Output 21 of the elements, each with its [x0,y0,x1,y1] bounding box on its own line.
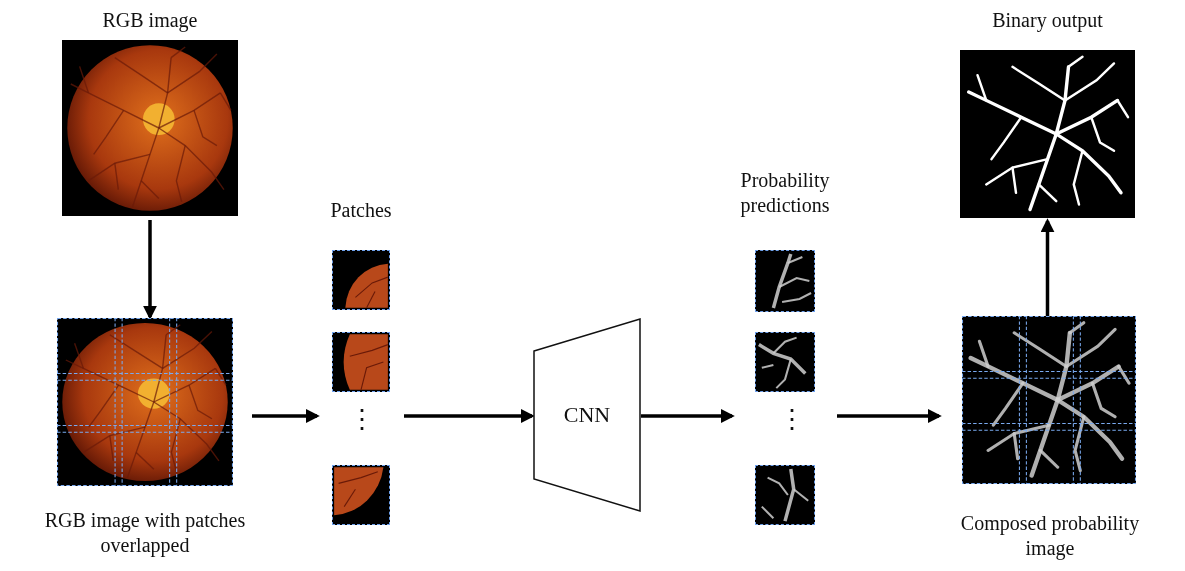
image-patch [755,250,815,312]
node-label: Binary output [991,8,1104,33]
node-label: RGB image [101,8,199,33]
image-patch [755,332,815,392]
image-patch [332,465,390,525]
node-label: Patches [329,198,393,223]
ellipsis: ⋮ [779,405,805,435]
node-label: Probability predictions [739,168,831,218]
arrow [404,409,535,423]
node-label: RGB image with patches overlapped [43,508,247,558]
node-label: Composed probability image [959,511,1141,561]
image-patch [332,250,390,310]
arrow [143,220,157,320]
arrow [252,409,320,423]
node-label: CNN [562,402,612,427]
arrow [641,409,735,423]
image-patch [332,332,390,392]
ellipsis: ⋮ [349,405,375,435]
arrow [837,409,942,423]
arrow [1040,218,1055,316]
image-patch [755,465,815,525]
